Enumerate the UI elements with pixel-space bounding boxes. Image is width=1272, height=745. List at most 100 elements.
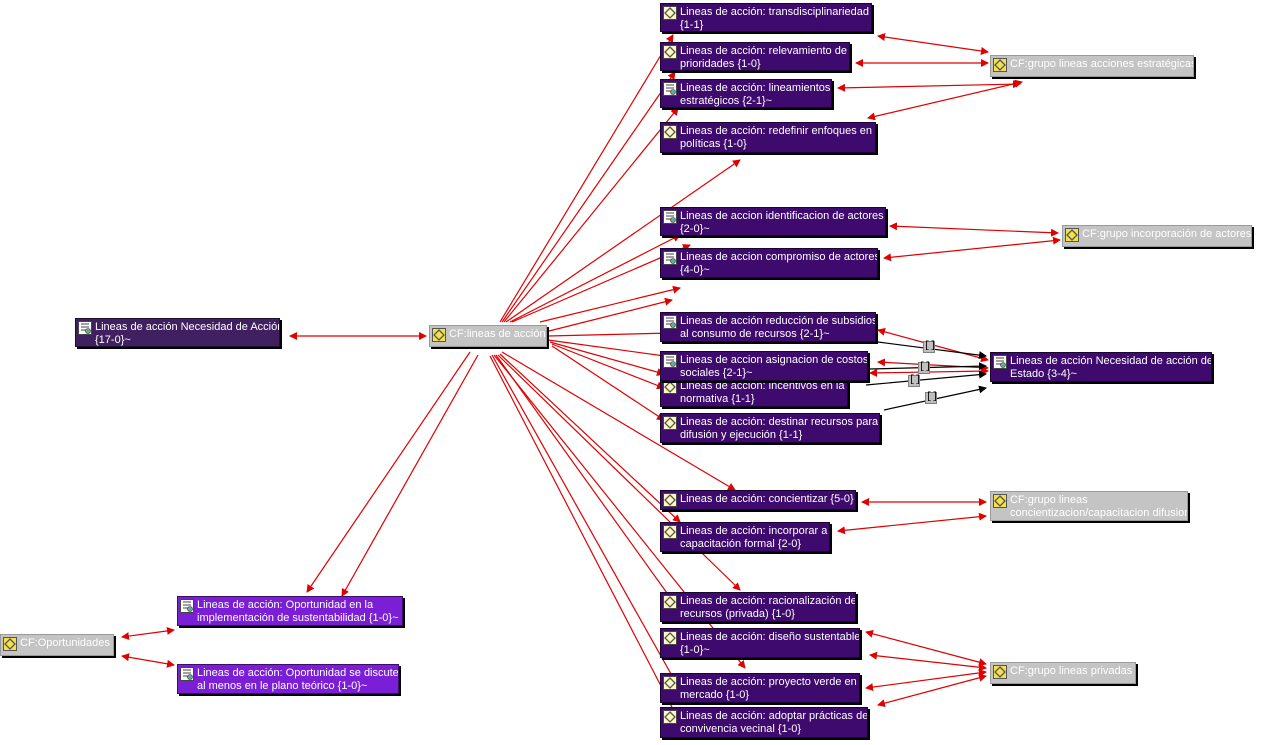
- node-label: Lineas de acción reducción de subsidios …: [680, 315, 876, 340]
- code-node-oportunidad-implementacion[interactable]: Lineas de acción: Oportunidad en la impl…: [177, 596, 403, 626]
- two-way-link: [837, 80, 1021, 92]
- family-node-grupo-actores[interactable]: CF:grupo incorporación de actores: [1062, 225, 1252, 247]
- code-node-oportunidad-discute[interactable]: Lineas de acción: Oportunidad se discute…: [177, 664, 399, 694]
- hub-link: [501, 351, 736, 491]
- node-label: Lineas de acción: destinar recursos para…: [680, 416, 879, 441]
- code-node-adoptar[interactable]: Lineas de acción: adoptar prácticas de c…: [660, 707, 868, 738]
- family-node-grupo-estrategicas[interactable]: CF:grupo lineas acciones estratégicas: [990, 55, 1194, 77]
- code-node-proyecto[interactable]: Lineas de acción: proyecto verde en merc…: [660, 673, 860, 703]
- code-icon: [663, 631, 677, 645]
- node-label: Lineas de acción: Oportunidad en la impl…: [197, 599, 399, 624]
- relation-tag[interactable]: []: [923, 341, 937, 353]
- code-node-concientizar[interactable]: Lineas de acción: concientizar {5-0}: [660, 490, 856, 510]
- hub-link: [549, 341, 665, 376]
- code-icon: [663, 380, 677, 394]
- hub-link: [499, 34, 674, 323]
- code-node-incorporar[interactable]: Lineas de acción: incorporar a capacitac…: [660, 522, 830, 552]
- node-label: CF:grupo incorporación de actores: [1082, 228, 1252, 240]
- node-label: Lineas de acción: racionalización de rec…: [680, 595, 856, 620]
- code-node-destinar[interactable]: Lineas de acción: destinar recursos para…: [660, 413, 880, 443]
- hub-link: [306, 351, 471, 593]
- code-node-necesidad-accion[interactable]: Lineas de acción Necesidad de Acción {17…: [75, 318, 280, 347]
- family-node-oportunidades[interactable]: CF:Oportunidades: [0, 634, 114, 656]
- code-icon: [663, 525, 677, 539]
- code-icon: [993, 355, 1007, 369]
- hub-link: [505, 159, 741, 323]
- code-node-diseno[interactable]: Lineas de acción: diseño sustentable {1-…: [660, 628, 860, 658]
- node-label: CF:Oportunidades: [20, 637, 110, 649]
- node-label: Lineas de acción: lineamientos estratégi…: [680, 82, 831, 107]
- hub-link: [539, 285, 681, 323]
- code-node-estado[interactable]: Lineas de acción Necesidad de acción del…: [990, 352, 1212, 382]
- node-label: Lineas de acción: concientizar {5-0}: [680, 493, 854, 505]
- code-node-redefinir[interactable]: Lineas de acción: redefinir enfoques en …: [660, 122, 876, 153]
- code-icon: [663, 416, 677, 430]
- two-way-link: [865, 668, 987, 692]
- node-label: Lineas de acción: Oportunidad se discute…: [197, 667, 399, 692]
- node-label: Lineas de acción: incentivos en la norma…: [680, 380, 845, 405]
- code-icon: [663, 710, 677, 724]
- hub-link: [503, 107, 679, 323]
- hub-link: [489, 355, 677, 716]
- node-label: CF:grupo lineas acciones estratégicas: [1010, 58, 1194, 70]
- code-node-reduccion[interactable]: Lineas de acción reducción de subsidios …: [660, 312, 876, 342]
- node-label: CF:grupo lineas privadas: [1010, 665, 1133, 677]
- code-node-incentivos[interactable]: Lineas de acción: incentivos en la norma…: [660, 377, 848, 407]
- two-way-link: [877, 33, 989, 55]
- node-label: Lineas de accion compromiso de actores {…: [680, 251, 878, 276]
- hub-link: [501, 71, 676, 323]
- hub-link: [509, 234, 681, 323]
- code-icon: [180, 599, 194, 613]
- hub-link: [551, 343, 665, 390]
- family-icon: [993, 665, 1007, 679]
- family-icon: [993, 494, 1007, 508]
- code-icon: [663, 676, 677, 690]
- two-way-link: [121, 626, 175, 641]
- hub-link: [547, 329, 673, 338]
- node-label: CF:grupo lineas concientizacion/capacita…: [1010, 494, 1188, 519]
- family-node-lineas-accion[interactable]: CF:lineas de acción: [429, 325, 547, 347]
- hub-link: [341, 354, 479, 597]
- node-label: Lineas de acción: incorporar a capacitac…: [680, 525, 828, 550]
- family-node-grupo-privadas[interactable]: CF:grupo lineas privadas: [990, 662, 1136, 684]
- code-icon: [663, 45, 677, 59]
- code-icon: [663, 251, 677, 265]
- node-label: CF:lineas de acción: [449, 328, 546, 340]
- node-label: Lineas de acción Necesidad de Acción {17…: [95, 321, 279, 346]
- node-label: Lineas de acción: adoptar prácticas de c…: [680, 710, 868, 735]
- code-node-asignacion[interactable]: Lineas de accion asignacion de costos so…: [660, 351, 868, 381]
- code-node-relevamiento[interactable]: Lineas de acción: relevamiento de priori…: [660, 42, 850, 71]
- relation-tag[interactable]: []: [908, 375, 922, 387]
- code-node-compromiso[interactable]: Lineas de accion compromiso de actores {…: [660, 248, 878, 278]
- code-node-racionalizacion[interactable]: Lineas de acción: racionalización de rec…: [660, 592, 856, 622]
- two-way-link: [877, 673, 987, 708]
- two-way-link: [867, 79, 1023, 121]
- hub-link: [547, 339, 673, 361]
- family-icon: [1065, 228, 1079, 242]
- code-icon: [180, 667, 194, 681]
- code-icon: [663, 125, 677, 139]
- family-node-grupo-concientizacion[interactable]: CF:grupo lineas concientizacion/capacita…: [990, 491, 1188, 521]
- code-node-lineamientos[interactable]: Lineas de acción: lineamientos estratégi…: [660, 79, 832, 108]
- code-node-transdisciplinariedad[interactable]: Lineas de acción: transdisciplinariedad …: [660, 3, 872, 32]
- code-icon: [663, 82, 677, 96]
- code-icon: [78, 321, 92, 335]
- hub-link: [499, 353, 681, 523]
- node-label: Lineas de acción: diseño sustentable {1-…: [680, 631, 860, 656]
- two-way-link: [837, 512, 987, 535]
- code-icon: [663, 315, 677, 329]
- family-icon: [993, 58, 1007, 72]
- hub-link: [491, 354, 681, 691]
- relation-tag[interactable]: []: [925, 392, 939, 404]
- hub-link: [551, 345, 665, 421]
- two-way-link: [883, 236, 1061, 262]
- relation-tag[interactable]: []: [918, 362, 932, 374]
- two-way-link: [121, 653, 175, 668]
- two-way-link: [865, 629, 987, 667]
- node-label: Lineas de accion identificacion de actor…: [680, 210, 884, 235]
- two-way-link: [869, 651, 987, 672]
- code-node-identificacion[interactable]: Lineas de accion identificacion de actor…: [660, 207, 886, 236]
- family-icon: [432, 328, 446, 342]
- code-icon: [663, 6, 677, 20]
